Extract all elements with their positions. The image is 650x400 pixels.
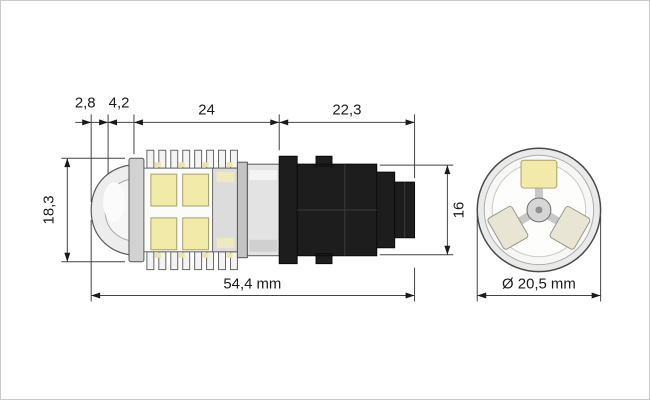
dim-label-seg-base: 22,3 xyxy=(332,101,361,118)
front-led-chip-top xyxy=(520,159,558,189)
dim-label-front-diameter: Ø 20,5 mm xyxy=(502,276,576,293)
center-hub-dot xyxy=(535,206,543,214)
wedge-base-details xyxy=(297,164,406,256)
dim-label-seg-tip: 2,8 xyxy=(75,94,96,111)
front-view xyxy=(476,147,602,273)
dimension-arrows-right xyxy=(444,165,451,255)
extension-lines-left xyxy=(61,157,126,263)
front-led-chip-left xyxy=(487,205,529,250)
silver-band-chips xyxy=(216,172,235,248)
cylinder-highlight xyxy=(249,170,278,181)
dimension-arrows-top xyxy=(82,119,415,126)
dim-label-seg-body: 24 xyxy=(198,101,215,118)
dim-label-seg-lens: 4,2 xyxy=(109,94,130,111)
dimension-bottom: 54,4 mm xyxy=(90,219,416,302)
dimension-left: 18,3 xyxy=(40,157,126,263)
dim-label-lens-diameter: 18,3 xyxy=(40,195,57,224)
lens-holder-ring xyxy=(128,157,145,263)
extension-lines-right xyxy=(379,164,454,256)
side-view xyxy=(90,149,416,271)
dim-label-base-width: 16 xyxy=(450,202,467,219)
led-face-chips xyxy=(150,173,210,251)
collar-ring xyxy=(236,161,248,259)
front-led-chip-right xyxy=(549,205,591,250)
lens-highlight xyxy=(103,182,126,222)
dimension-front-diameter: Ø 20,5 mm xyxy=(476,215,602,302)
dim-label-total-length: 54,4 mm xyxy=(223,276,281,293)
dimension-right: 16 xyxy=(379,164,467,256)
extension-lines-diameter xyxy=(476,215,602,302)
cylinder-shade xyxy=(249,239,278,252)
